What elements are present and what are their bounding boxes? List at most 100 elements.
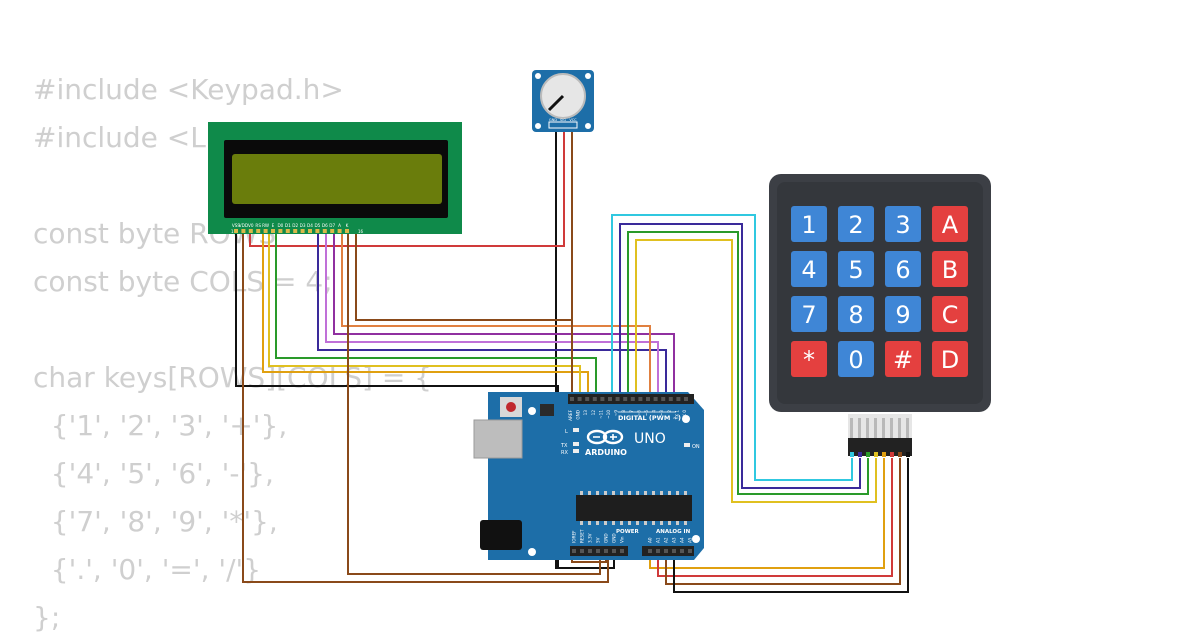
digital-pin[interactable]: [600, 397, 605, 401]
keypad-pin[interactable]: [890, 452, 894, 457]
keypad-key-hash[interactable]: #: [885, 341, 921, 377]
keypad-key-2[interactable]: 2: [838, 206, 874, 242]
keypad-key-1[interactable]: 1: [791, 206, 827, 242]
digital-pin[interactable]: [653, 397, 658, 401]
power-pin[interactable]: [596, 549, 600, 553]
digital-pin[interactable]: [630, 397, 635, 401]
power-pin[interactable]: [604, 549, 608, 553]
keypad-key-star[interactable]: *: [791, 341, 827, 377]
keypad-key-8[interactable]: 8: [838, 296, 874, 332]
keypad-pin[interactable]: [882, 452, 886, 457]
digital-pin[interactable]: [585, 397, 590, 401]
keypad-pin[interactable]: [874, 452, 878, 457]
keypad-key-4[interactable]: 4: [791, 251, 827, 287]
wire-keypad-2: [619, 223, 861, 489]
code-line: #include <Keypad.h>: [33, 73, 344, 106]
lcd-pin[interactable]: [234, 229, 238, 233]
keypad-pin[interactable]: [898, 452, 902, 457]
digital-pin-label: ~6: [636, 410, 641, 417]
usb-connector: [473, 419, 523, 459]
power-pin[interactable]: [612, 549, 616, 553]
keypad-pin[interactable]: [866, 452, 870, 457]
analog-pin[interactable]: [664, 549, 668, 553]
keypad-key-c[interactable]: C: [932, 296, 968, 332]
lcd-pin-label: RW: [262, 223, 269, 228]
lcd-pin[interactable]: [278, 229, 283, 233]
keypad-key-0[interactable]: 0: [838, 341, 874, 377]
keypad-key-3[interactable]: 3: [885, 206, 921, 242]
led-l-label: L: [565, 429, 568, 435]
wire-lcd-d6: [333, 232, 675, 398]
keypad-pin[interactable]: [850, 452, 854, 457]
digital-pin[interactable]: [577, 397, 582, 401]
lcd-pin[interactable]: [271, 229, 275, 233]
keypad-key-a[interactable]: A: [932, 206, 968, 242]
lcd-pin-label: VDD: [239, 223, 248, 228]
digital-pin-label: ~10: [606, 410, 611, 419]
lcd-pin-label: D4: [307, 223, 313, 228]
analog-pin-label: A0: [648, 537, 653, 543]
digital-pin[interactable]: [615, 397, 620, 401]
digital-pin[interactable]: [684, 397, 688, 401]
keypad-key-b[interactable]: B: [932, 251, 968, 287]
lcd-pin[interactable]: [322, 229, 327, 233]
lcd-pin-label: D7: [329, 223, 335, 228]
analog-pin-label: A3: [672, 537, 677, 543]
lcd-pin-label: VSS: [232, 223, 241, 228]
analog-pin[interactable]: [672, 549, 676, 553]
analog-label: ANALOG IN: [656, 529, 691, 535]
digital-pin[interactable]: [570, 397, 574, 401]
lcd-pin[interactable]: [315, 229, 320, 233]
analog-pin[interactable]: [688, 549, 692, 553]
digital-pin[interactable]: [676, 397, 681, 401]
keypad-key-label: 4: [801, 256, 816, 284]
keypad-connector: [848, 438, 912, 456]
led-on-label: ON: [692, 444, 700, 450]
arduino-logo: [586, 429, 624, 445]
keypad-key-label: D: [941, 346, 959, 374]
lcd-pin[interactable]: [308, 229, 312, 233]
keypad-key-7[interactable]: 7: [791, 296, 827, 332]
lcd-pin[interactable]: [285, 229, 290, 233]
analog-pin[interactable]: [648, 549, 652, 553]
lcd-pin[interactable]: [241, 229, 246, 233]
analog-pin[interactable]: [680, 549, 684, 553]
code-line: {'.', '0', '=', '/'}: [33, 553, 262, 586]
led-rx-label: RX: [561, 450, 568, 456]
digital-pin[interactable]: [661, 397, 666, 401]
digital-pin[interactable]: [638, 397, 643, 401]
keypad-pin[interactable]: [906, 452, 910, 457]
digital-pin[interactable]: [668, 397, 673, 401]
power-pin[interactable]: [572, 549, 576, 553]
board-model: UNO: [634, 431, 666, 447]
keypad-key-5[interactable]: 5: [838, 251, 874, 287]
lcd-pin[interactable]: [256, 229, 261, 233]
wire-lcd-green: [275, 232, 597, 398]
analog-pin[interactable]: [656, 549, 660, 553]
lcd-pin[interactable]: [345, 229, 349, 233]
lcd-pin[interactable]: [337, 229, 342, 233]
lcd-pin-label: D0: [277, 223, 283, 228]
keypad-key-9[interactable]: 9: [885, 296, 921, 332]
lcd-pin[interactable]: [293, 229, 298, 233]
lcd-pin[interactable]: [330, 229, 335, 233]
keypad-key-d[interactable]: D: [932, 341, 968, 377]
power-pin[interactable]: [588, 549, 592, 553]
power-pin[interactable]: [580, 549, 584, 553]
potentiometer[interactable]: GND SIG VCC: [532, 70, 594, 132]
lcd-pin[interactable]: [248, 229, 253, 233]
lcd-pin[interactable]: [263, 229, 268, 233]
keypad-key-6[interactable]: 6: [885, 251, 921, 287]
digital-pin[interactable]: [623, 397, 628, 401]
power-pin[interactable]: [620, 549, 624, 553]
digital-pin[interactable]: [646, 397, 650, 401]
digital-pin-label: 7: [629, 410, 634, 413]
keypad-pin[interactable]: [858, 452, 862, 457]
digital-pin[interactable]: [592, 397, 597, 401]
digital-pin[interactable]: [608, 397, 612, 401]
lcd-pin[interactable]: [300, 229, 305, 233]
